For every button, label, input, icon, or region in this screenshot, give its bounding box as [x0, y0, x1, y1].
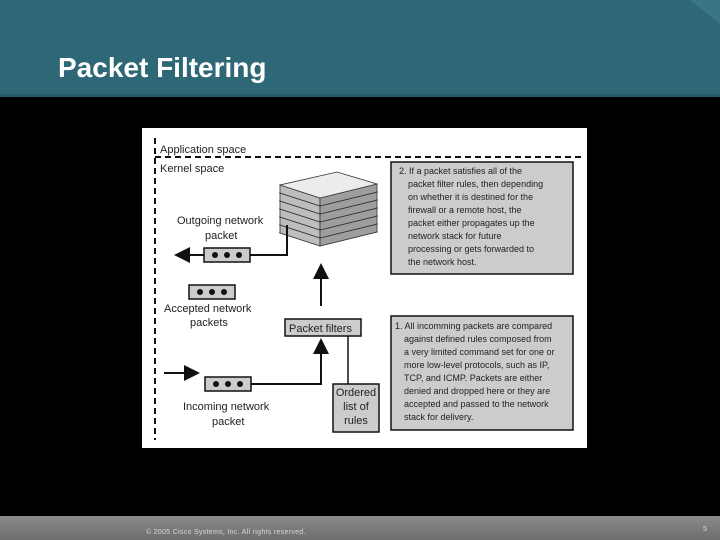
- diagram-figure: Application space Kernel space: [142, 128, 587, 448]
- accepted-label-line1: Accepted network: [164, 303, 252, 315]
- outgoing-label-line2: packet: [205, 230, 237, 242]
- application-space-label: Application space: [160, 144, 246, 156]
- incoming-packet-icon: [204, 376, 252, 392]
- note-2-box: [390, 161, 574, 275]
- kernel-space-label: Kernel space: [160, 163, 224, 175]
- note-2-line: packet filter rules, then depending: [408, 179, 543, 189]
- note-2-line: processing or gets forwarded to: [408, 244, 534, 254]
- packet-filters-label: Packet filters: [289, 323, 352, 335]
- note-1-line: accepted and passed to the network: [404, 399, 549, 409]
- note-1-line: 1. All incomming packets are compared: [395, 321, 552, 331]
- accepted-packet-icon: [188, 284, 236, 300]
- page-number: 5: [703, 526, 707, 533]
- note-2-line: the network host.: [408, 257, 477, 267]
- incoming-label-line2: packet: [212, 416, 244, 428]
- packet-filtering-diagram: Application space Kernel space: [154, 138, 582, 440]
- network-stack-icon: [278, 171, 379, 247]
- note-2-line: packet either propagates up the: [408, 218, 535, 228]
- note-1-line: stack for delivery.: [404, 412, 473, 422]
- note-1-line: a very limited command set for one or: [404, 347, 555, 357]
- header-decoration: [0, 0, 720, 97]
- note-1-line: TCP, and ICMP. Packets are either: [404, 373, 542, 383]
- note-1-line: more low-level protocols, such as IP,: [404, 360, 549, 370]
- header-bar: [0, 0, 720, 97]
- incoming-label-line1: Incoming network: [183, 401, 270, 413]
- ordered-rules-line1: Ordered: [336, 387, 376, 399]
- ordered-rules-line2: list of: [343, 401, 370, 413]
- note-2-line: on whether it is destined for the: [408, 192, 533, 202]
- footer-bar: [0, 516, 720, 540]
- ordered-rules-box: [332, 383, 380, 433]
- accepted-label-line2: packets: [190, 317, 228, 329]
- note-1-line: denied and dropped here or they are: [404, 386, 550, 396]
- ordered-rules-line3: rules: [344, 415, 368, 427]
- slide-title: Packet Filtering: [58, 52, 267, 83]
- note-2-line: network stack for future: [408, 231, 502, 241]
- note-2-line: 2. If a packet satisfies all of the: [399, 166, 522, 176]
- incoming-path-line: [242, 365, 322, 385]
- outgoing-label-line1: Outgoing network: [177, 215, 264, 227]
- packet-filters-box: [284, 318, 362, 337]
- outgoing-packet-icon: [203, 247, 251, 263]
- note-1-line: against defined rules composed from: [404, 334, 552, 344]
- copyright-text: © 2005 Cisco Systems, Inc. All rights re…: [146, 529, 306, 536]
- note-2-line: firewall or a remote host, the: [408, 205, 522, 215]
- note-1-box: [390, 315, 574, 431]
